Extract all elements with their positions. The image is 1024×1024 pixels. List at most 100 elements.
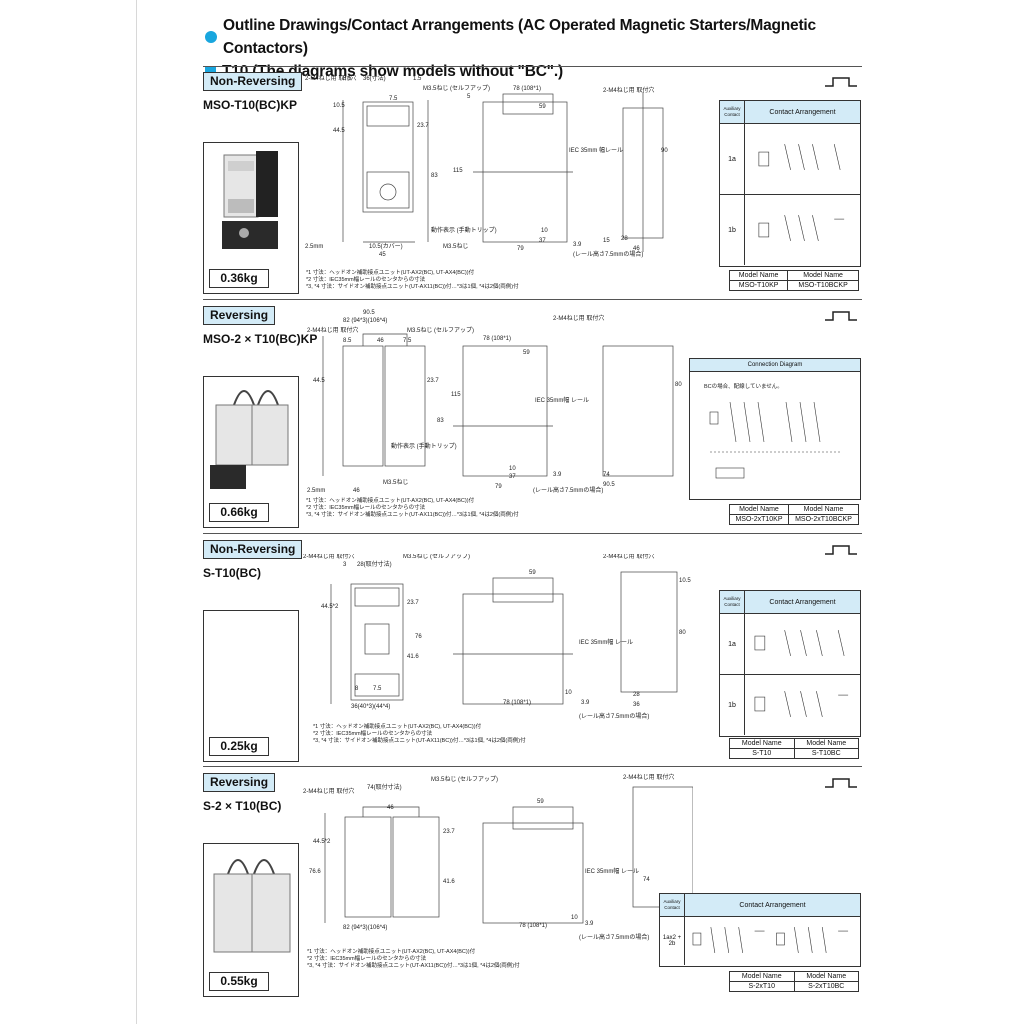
dim-label: 90.5	[363, 310, 375, 316]
dim-label: 46	[377, 338, 384, 344]
contact-diagram	[754, 691, 849, 717]
dim-label: M3.5ねじ	[383, 479, 408, 486]
dim-label: 37	[509, 474, 516, 480]
dim-label: 90	[661, 148, 668, 154]
footnote: *1 寸法：ヘッドオン補助接点ユニット(UT-AX2(BC), UT-AX4(B…	[306, 498, 475, 504]
callout-label: 2-M4ねじ用 取付穴	[623, 773, 674, 781]
contact-type: 1a	[720, 614, 745, 674]
model-name-cell: MSO-T10BCKP	[787, 280, 859, 291]
dim-label: 2.5mm	[307, 488, 325, 494]
dim-label: 8.5	[343, 338, 352, 344]
dim-label: 10	[565, 690, 572, 696]
header-line-1: Outline Drawings/Contact Arrangements (A…	[205, 14, 865, 60]
footnote: *3, *4 寸法：サイドオン補助接点ユニット(UT-AX11(BC))付…*3…	[307, 963, 520, 969]
callout-label: M3.5ねじ (セルフアップ)	[423, 85, 490, 92]
page-edge-line	[136, 0, 137, 1024]
connection-note: BCの場合、配線していません。	[704, 382, 783, 390]
outline-drawing: 74(取付寸法) 46 44.5*2 23.7 76.6 41.6 82 (94…	[303, 773, 693, 941]
dim-label: 15	[603, 238, 610, 244]
dim-label: 28	[633, 692, 640, 698]
contact-diagram	[754, 630, 845, 656]
dim-label: 3.9	[553, 472, 562, 478]
dim-label: 7.5	[389, 96, 398, 102]
dim-label: 7.5	[403, 338, 412, 344]
model-name-header: Model Name	[793, 971, 859, 982]
contact-type: 1b	[720, 195, 745, 265]
contact-arrangement-header: Contact Arrangement	[769, 598, 836, 606]
dim-label: 90.5	[603, 482, 615, 488]
contact-diagram	[692, 927, 849, 953]
dim-label: 80	[675, 382, 682, 388]
contact-diagram	[758, 144, 841, 170]
dim-label: 59	[539, 104, 546, 110]
dim-label: 46	[353, 488, 360, 494]
din-rail-icon	[825, 545, 857, 555]
dim-label: 23.7	[407, 600, 419, 606]
dim-label: IEC 35mm幅 レール	[535, 396, 589, 404]
footnote: *3, *4 寸法：サイドオン補助接点ユニット(UT-AX11(BC))付…*3…	[306, 284, 519, 290]
contact-arrangement-table: Auxiliary Contact Contact Arrangement 1a…	[719, 100, 861, 267]
footnotes: *1 寸法：ヘッドオン補助接点ユニット(UT-AX2(BC), UT-AX4(B…	[306, 270, 519, 291]
footnote: *3, *4 寸法：サイドオン補助接点ユニット(UT-AX11(BC))付…*3…	[306, 512, 519, 518]
callout-label: 2-M4ねじ用 取付穴	[303, 554, 354, 560]
dim-label: (レール高さ7.5mmの場合)	[579, 712, 649, 720]
model-title: S-2 × T10(BC)	[203, 799, 282, 813]
callout-label: 2-M4ねじ用 取付穴	[305, 74, 356, 82]
weight-label: 0.55kg	[209, 972, 269, 991]
footnotes: *1 寸法：ヘッドオン補助接点ユニット(UT-AX2(BC), UT-AX4(B…	[307, 949, 520, 970]
dim-label: 115	[453, 168, 463, 174]
dim-label: IEC 35mm幅 レール	[579, 638, 633, 646]
model-name-header: Model Name	[729, 504, 789, 515]
callout-label: M3.5ねじ (セルフアップ)	[431, 776, 498, 783]
dim-label: 10	[541, 228, 548, 234]
model-name-header: Model Name	[729, 971, 795, 982]
dim-label: 44.5	[333, 128, 345, 134]
starter-photo-icon	[222, 151, 278, 249]
footnote: *2 寸法：IEC35mm幅レールのセンタからの寸法	[307, 956, 427, 962]
contact-arrangement-table: Auxiliary Contact Contact Arrangement 1a…	[659, 893, 861, 967]
callout-label: 2-M4ねじ用 取付穴	[603, 86, 654, 94]
aux-contact-header: Auxiliary Contact	[720, 101, 745, 123]
model-name-header: Model Name	[728, 270, 789, 281]
dim-label: 36(40*3)(44*4)	[351, 704, 390, 710]
model-title: S-T10(BC)	[203, 566, 262, 580]
model-name-cell: S-T10	[729, 748, 795, 759]
dim-label: 76.6	[309, 869, 321, 875]
dim-label: 78 (108*1)	[503, 700, 531, 706]
callout-label: 動作表示 (手動トリップ)	[431, 226, 497, 234]
product-photo: 0.25kg	[203, 610, 299, 762]
section-tag: Reversing	[203, 773, 276, 792]
callout-label: 2-M4ねじ用 取付穴	[553, 314, 604, 322]
model-name-cell: S-2xT10BC	[793, 981, 859, 992]
dim-label: 3.9	[573, 242, 582, 248]
connection-diagram: BCの場合、配線していません。	[704, 382, 840, 479]
footnote: *1 寸法：ヘッドオン補助接点ユニット(UT-AX2(BC), UT-AX4(B…	[307, 949, 476, 955]
section-s-2xt10: Reversing S-2 × T10(BC) 0.55kg 74(取付寸法) …	[203, 773, 862, 997]
callout-label: 2-M4ねじ用 取付穴	[603, 554, 654, 560]
dim-label: 83	[437, 418, 444, 424]
connection-diagram-box: Connection Diagram BCの場合、配線していません。	[689, 358, 861, 500]
dim-label: 78 (108*1)	[513, 86, 541, 92]
model-name-header: Model Name	[787, 270, 859, 281]
dim-label: 28	[621, 236, 628, 242]
dim-label: 2.5mm	[305, 244, 323, 250]
dim-label: 46	[633, 246, 640, 252]
section-divider	[203, 66, 862, 67]
dim-label: 3.9	[585, 921, 594, 927]
dim-label: 41.6	[443, 879, 455, 885]
contact-type: 1ax2 + 2b	[660, 917, 685, 965]
footnote: *1 寸法：ヘッドオン補助接点ユニット(UT-AX2(BC), UT-AX4(B…	[306, 270, 475, 276]
model-name-cell: MSO-2xT10BCKP	[787, 514, 860, 525]
dim-label: M3.5ねじ	[443, 243, 468, 250]
footnote: *1 寸法：ヘッドオン補助接点ユニット(UT-AX2(BC), UT-AX4(B…	[313, 724, 482, 730]
connection-diagram-header: Connection Diagram	[690, 359, 860, 372]
dim-label: 3	[343, 562, 347, 568]
callout-label: 2-M4ねじ用 取付穴	[307, 326, 358, 334]
product-photo: 0.36kg	[203, 142, 299, 294]
dim-label: (レール高さ7.5mmの場合)	[533, 486, 603, 494]
callout-label: M3.5ねじ (セルフアップ)	[407, 327, 474, 334]
section-tag: Reversing	[203, 306, 276, 325]
outline-drawing: 3 28(取付寸法) 44.5*2 23.7 76 41.6 8 7.5 36(…	[303, 554, 691, 720]
callout-label: M3.5ねじ (セルフアップ)	[403, 554, 470, 560]
